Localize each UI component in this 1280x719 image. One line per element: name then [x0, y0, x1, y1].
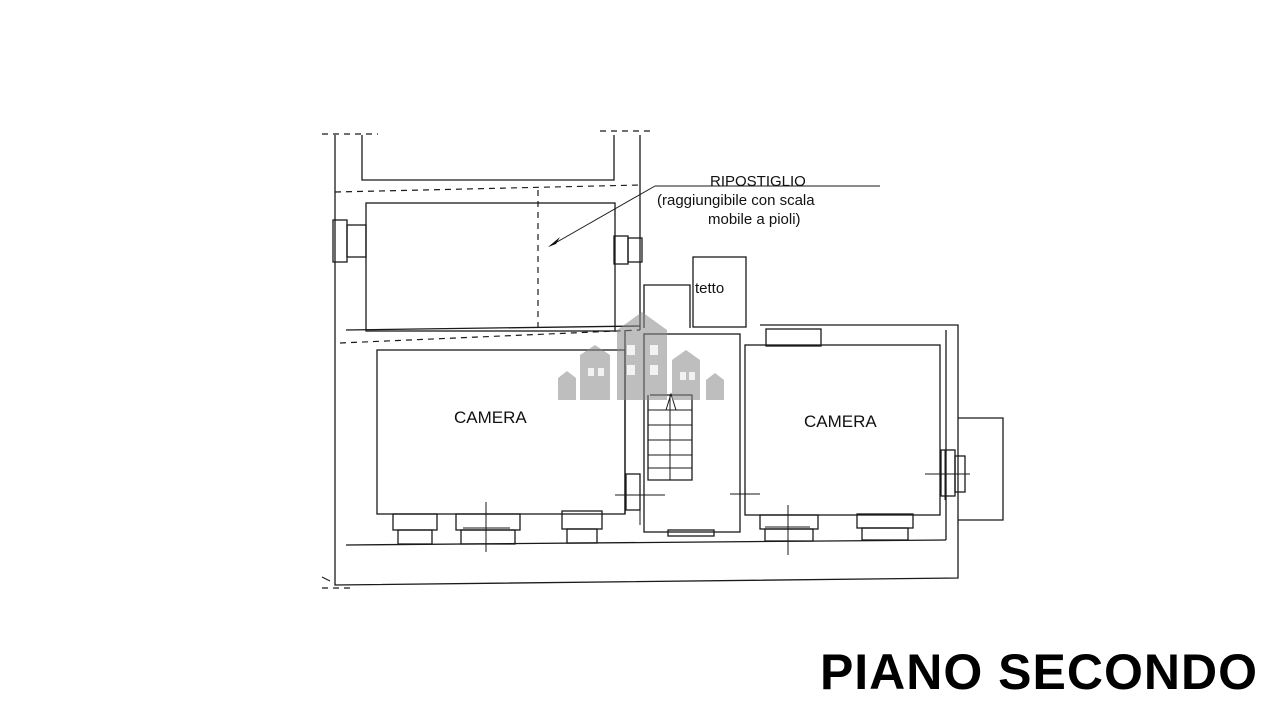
crosshairs [463, 450, 970, 555]
stairwell [643, 333, 741, 537]
ripostiglio-leader [548, 185, 880, 247]
ripostiglio-label: RIPOSTIGLIO [710, 173, 806, 190]
watermark-windows [588, 345, 695, 380]
camera-right-room [744, 344, 1004, 521]
camera-right-label: CAMERA [804, 412, 877, 431]
ripostiglio-note-line-1: (raggiungibile con scala [657, 192, 815, 209]
ripostiglio-area [334, 184, 641, 344]
tetto-area [643, 256, 822, 347]
watermark-logo [558, 312, 724, 400]
outer-walls [321, 130, 959, 589]
floor-title: PIANO SECONDO [819, 644, 1258, 700]
tetto-label: tetto [695, 280, 724, 297]
ripostiglio-note-line-2: mobile a pioli) [708, 211, 801, 228]
camera-left-label: CAMERA [454, 408, 527, 427]
